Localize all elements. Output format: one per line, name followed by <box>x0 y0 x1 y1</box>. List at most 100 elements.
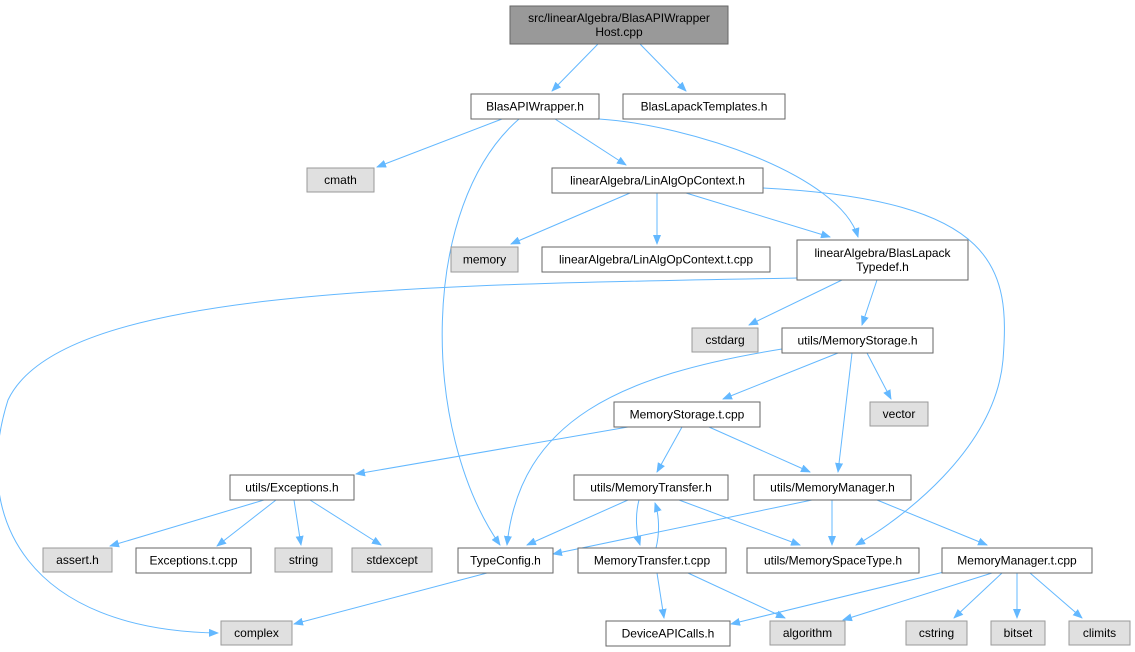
node-vector: vector <box>869 401 929 427</box>
node-box <box>42 547 113 573</box>
node-box <box>470 93 600 120</box>
node-exceptions_t_cpp[interactable]: Exceptions.t.cpp <box>135 547 252 574</box>
node-string: string <box>274 547 333 573</box>
node-label: linearAlgebra/LinAlgOpContext.t.cpp <box>559 253 753 267</box>
node-exceptions_h[interactable]: utils/Exceptions.h <box>229 474 355 501</box>
node-label: utils/Exceptions.h <box>245 481 338 495</box>
node-label: Typedef.h <box>856 260 909 274</box>
node-memoryspacetype_h[interactable]: utils/MemorySpaceType.h <box>746 547 920 574</box>
node-memorystorage_t_cpp[interactable]: MemoryStorage.t.cpp <box>613 401 761 428</box>
node-box <box>990 620 1046 646</box>
node-memorymanager_h[interactable]: utils/MemoryManager.h <box>753 474 912 501</box>
edge-blaslapacktypedef_h-to-memorystorage_h <box>861 279 878 326</box>
node-box <box>509 5 729 45</box>
node-linalgopcontext_t_cpp[interactable]: linearAlgebra/LinAlgOpContext.t.cpp <box>541 246 771 273</box>
node-label: utils/MemoryStorage.h <box>797 334 917 348</box>
node-box <box>753 474 912 501</box>
node-label: memory <box>463 253 506 267</box>
edge-memorymanager_h-to-memorymanager_t_cpp <box>876 499 988 546</box>
node-box <box>905 620 968 646</box>
edge-exceptions_h-to-stdexcept <box>309 499 382 546</box>
node-label: TypeConfig.h <box>470 554 541 568</box>
node-climits: climits <box>1068 620 1131 646</box>
edge-memorymanager_t_cpp-to-algorithm <box>842 572 993 622</box>
node-box <box>274 547 333 573</box>
edge-memorymanager_t_cpp-to-deviceapicalls_h <box>730 571 945 626</box>
edge-memorystorage_t_cpp-to-memorymanager_h <box>708 426 811 473</box>
edge-blaslapacktypedef_h-to-complex <box>0 277 798 637</box>
node-label: cstdarg <box>705 333 744 347</box>
node-stdexcept: stdexcept <box>351 547 433 573</box>
node-box <box>306 167 375 193</box>
edge-blaslapacktypedef_h-to-cstdarg <box>748 279 843 326</box>
edge-blasapiwrapper_h-to-typeconfig_h <box>441 118 520 546</box>
node-box <box>457 547 554 574</box>
node-bitset: bitset <box>990 620 1046 646</box>
edge-exceptions_h-to-assert_h <box>109 499 265 548</box>
edge-blasapiwrapper_h-to-blaslapacktypedef_h <box>598 118 860 238</box>
node-box <box>941 547 1093 574</box>
edge-exceptions_h-to-string <box>293 499 304 546</box>
edge-memorymanager_t_cpp-to-climits <box>1029 572 1083 619</box>
node-label: linearAlgebra/BlasLapack <box>814 246 951 260</box>
node-cstdarg: cstdarg <box>691 327 759 353</box>
edge-memorystorage_t_cpp-to-exceptions_h <box>355 426 629 477</box>
node-box <box>229 474 355 501</box>
edge-root-to-blasapiwrapper_h <box>551 43 599 92</box>
edge-memorystorage_h-to-typeconfig_h <box>503 348 783 546</box>
node-label: BlasAPIWrapper.h <box>486 100 584 114</box>
node-box <box>551 167 764 194</box>
node-blaslapacktemplates_h[interactable]: BlasLapackTemplates.h <box>622 93 786 120</box>
node-typeconfig_h[interactable]: TypeConfig.h <box>457 547 554 574</box>
node-box <box>613 401 761 428</box>
edge-blasapiwrapper_h-to-cmath <box>376 118 503 168</box>
node-label: cstring <box>919 626 954 640</box>
node-blasapiwrapper_h[interactable]: BlasAPIWrapper.h <box>470 93 600 120</box>
edge-memorytransfer_t_cpp-to-deviceapicalls_h <box>656 572 667 619</box>
node-label: cmath <box>324 173 357 187</box>
node-label: stdexcept <box>366 553 418 567</box>
node-box <box>1068 620 1131 646</box>
node-assert_h: assert.h <box>42 547 113 573</box>
edge-memorystorage_h-to-vector <box>866 352 892 400</box>
node-box <box>220 620 293 646</box>
node-memorytransfer_t_cpp[interactable]: MemoryTransfer.t.cpp <box>577 547 727 574</box>
node-box <box>577 547 727 574</box>
node-memory: memory <box>450 246 519 273</box>
node-deviceapicalls_h[interactable]: DeviceAPICalls.h <box>605 620 731 647</box>
node-box <box>746 547 920 574</box>
node-box <box>781 327 934 354</box>
node-box <box>135 547 252 574</box>
edge-memorymanager_t_cpp-to-cstring <box>953 572 1003 619</box>
node-label: utils/MemoryManager.h <box>770 481 895 495</box>
node-label: string <box>289 553 318 567</box>
node-box <box>622 93 786 120</box>
node-label: Host.cpp <box>595 25 643 39</box>
node-box <box>605 620 731 647</box>
edges-layer <box>0 43 1083 637</box>
node-box <box>541 246 771 273</box>
node-memorymanager_t_cpp[interactable]: MemoryManager.t.cpp <box>941 547 1093 574</box>
node-linalgopcontext_h[interactable]: linearAlgebra/LinAlgOpContext.h <box>551 167 764 194</box>
edge-blasapiwrapper_h-to-linalgopcontext_h <box>554 118 627 166</box>
edge-memorytransfer_h-to-memoryspacetype_h <box>678 499 801 546</box>
edge-memorytransfer_t_cpp-to-algorithm <box>687 572 786 619</box>
edge-memorytransfer_h-to-typeconfig_h <box>526 499 629 546</box>
node-memorytransfer_h[interactable]: utils/MemoryTransfer.h <box>573 474 729 501</box>
nodes-layer: src/linearAlgebra/BlasAPIWrapperHost.cpp… <box>42 5 1131 647</box>
edge-linalgopcontext_h-to-blaslapacktypedef_h <box>685 192 831 239</box>
node-label: src/linearAlgebra/BlasAPIWrapper <box>528 11 710 25</box>
edge-memorymanager_h-to-typeconfig_h <box>552 499 813 557</box>
node-label: DeviceAPICalls.h <box>622 627 715 641</box>
node-box <box>691 327 759 353</box>
node-memorystorage_h[interactable]: utils/MemoryStorage.h <box>781 327 934 354</box>
edge-linalgopcontext_h-to-memory <box>510 192 631 245</box>
edge-memorytransfer_t_cpp-to-memorytransfer_h <box>654 502 662 549</box>
edge-exceptions_h-to-exceptions_t_cpp <box>216 499 277 547</box>
node-complex: complex <box>220 620 293 646</box>
edge-memorytransfer_h-to-memorytransfer_t_cpp <box>633 499 642 546</box>
node-label: vector <box>883 407 916 421</box>
